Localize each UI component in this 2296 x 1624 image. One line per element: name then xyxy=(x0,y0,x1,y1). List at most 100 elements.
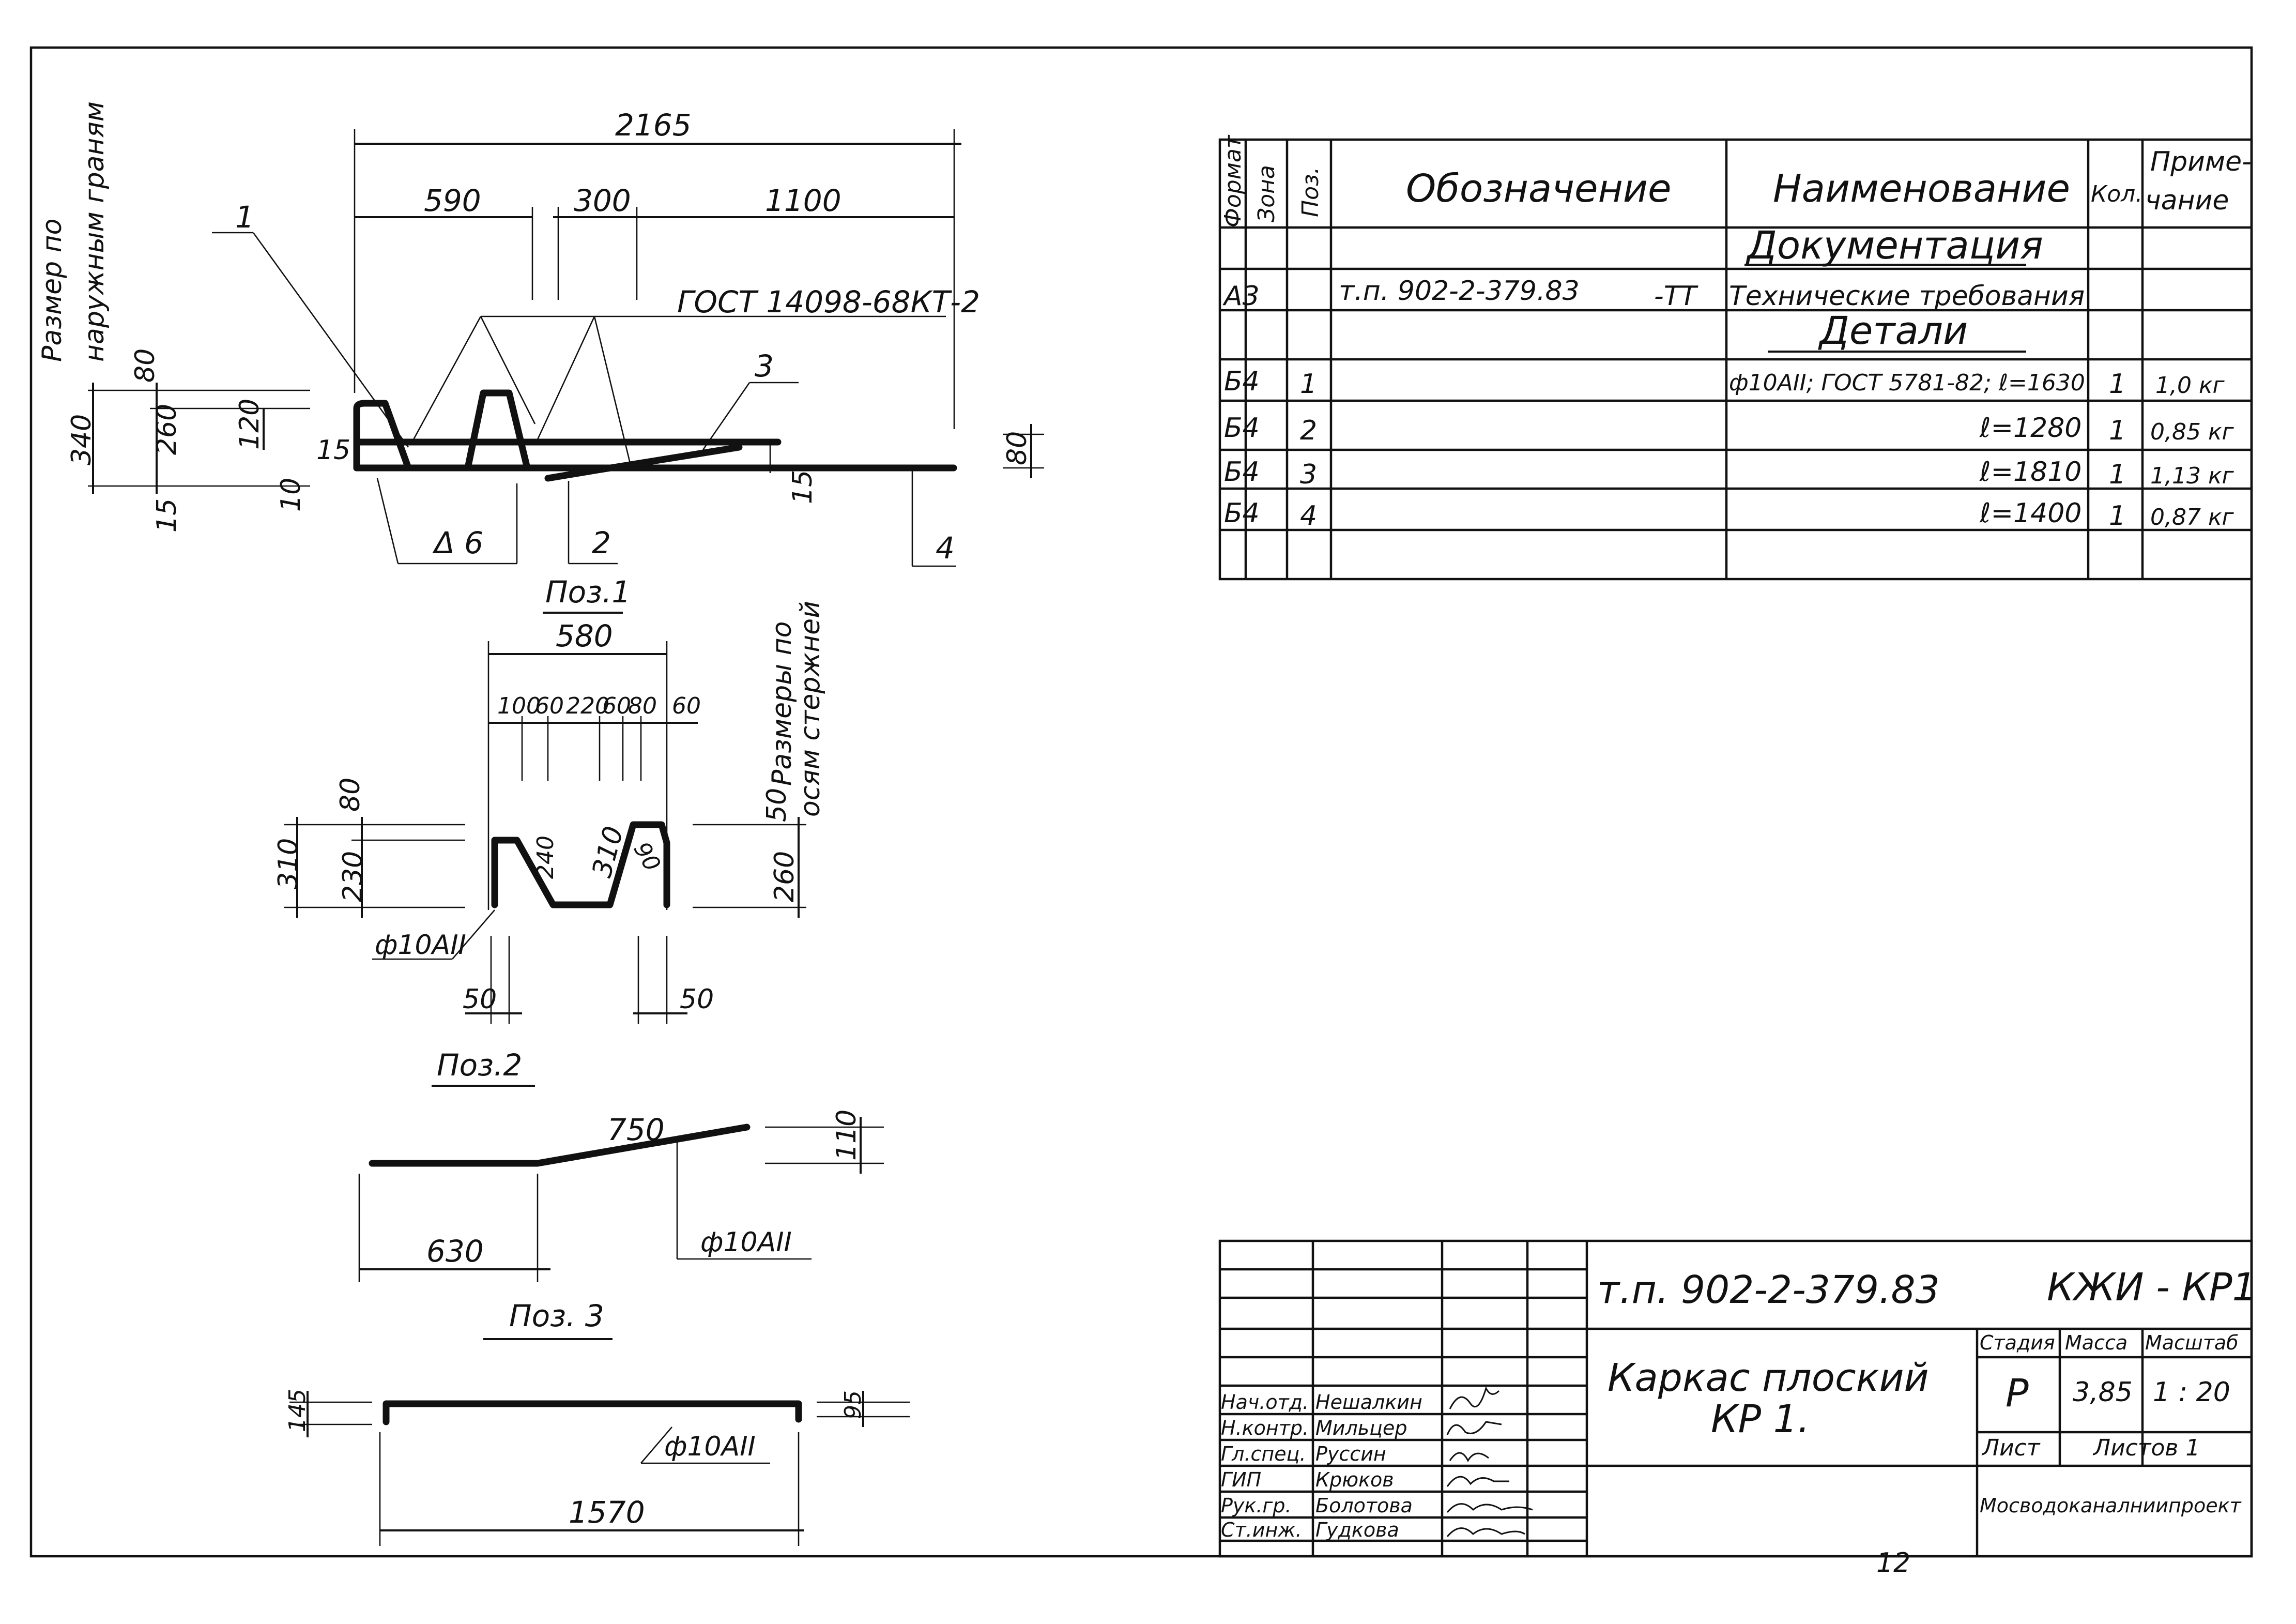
spec-row-2: Б4 2 ℓ=1280 1 0,85 кг xyxy=(1224,413,2234,446)
delta-label: Δ 6 xyxy=(432,525,483,560)
title-block: т.п. 902-2-379.83 КЖИ - КР1 Каркас плоск… xyxy=(1218,1239,2257,1579)
dim-1100: 1100 xyxy=(765,183,841,218)
pos2-bar: ф10АII xyxy=(700,1227,792,1258)
section-docs: Документация xyxy=(1746,223,2043,268)
row2-name: ℓ=1280 xyxy=(1979,413,2081,444)
tb-name-4: Крюков xyxy=(1315,1468,1394,1491)
row1-pos: 1 xyxy=(1300,369,1317,400)
row4-pos: 4 xyxy=(1300,500,1317,532)
hdr-note-2: чание xyxy=(2145,185,2229,216)
tb-name-5: Болотова xyxy=(1315,1494,1413,1517)
dim-15b: 15 xyxy=(151,498,182,533)
tb-mass: 3,85 xyxy=(2073,1377,2133,1408)
dim-340: 340 xyxy=(66,414,97,465)
tb-name-3: Руссин xyxy=(1315,1443,1386,1465)
row4-format: Б4 xyxy=(1224,498,1260,529)
pos1-sub-60a: 60 xyxy=(535,693,564,719)
tb-title-2: КР 1. xyxy=(1711,1397,1810,1441)
pos1-dim-310b: 310 xyxy=(587,823,630,881)
row1-name: ф10АII; ГОСТ 5781-82; ℓ=1630 xyxy=(1729,370,2085,396)
signature-5 xyxy=(1446,1503,1533,1513)
row3-pos: 3 xyxy=(1300,459,1317,490)
pos1-dim-310: 310 xyxy=(273,838,304,889)
pos3-dim-95: 95 xyxy=(840,1390,866,1419)
pos1-label: Поз.1 xyxy=(545,574,631,610)
spec-row-3: Б4 3 ℓ=1810 1 1,13 кг xyxy=(1224,457,2234,490)
tb-role-6: Ст.инж. xyxy=(1221,1519,1302,1541)
pos1-v260: 260 xyxy=(769,851,800,902)
dim-10: 10 xyxy=(275,478,307,512)
gost-label: ГОСТ 14098-68КТ-2 xyxy=(677,284,980,320)
spec-row-4: Б4 4 ℓ=1400 1 0,87 кг xyxy=(1224,498,2234,532)
tb-role-4: ГИП xyxy=(1221,1468,1261,1491)
tb-project: т.п. 902-2-379.83 xyxy=(1597,1268,1940,1312)
tb-title-1: Каркас плоский xyxy=(1608,1356,1929,1400)
sheet-frame xyxy=(29,46,2253,1558)
hdr-designation: Обозначение xyxy=(1406,166,1671,211)
doc-designation-suffix: -ТТ xyxy=(1654,281,1699,312)
tb-scale-label: Масштаб xyxy=(2145,1331,2239,1354)
dim-120: 120 xyxy=(234,399,265,450)
row4-qty: 1 xyxy=(2109,500,2126,532)
tb-stage: Р xyxy=(2006,1371,2029,1416)
vert-note-2: наружным граням xyxy=(79,101,110,362)
pos2-label: Поз.2 xyxy=(437,1048,522,1083)
row4-note: 0,87 кг xyxy=(2150,504,2234,530)
spec-row-1: Б4 1 ф10АII; ГОСТ 5781-82; ℓ=1630 1 1,0 … xyxy=(1224,366,2225,400)
pos1-view: Поз.1 580 100 60 220 60 80 60 310 80 230… xyxy=(273,574,826,1024)
row1-format: Б4 xyxy=(1224,366,1260,397)
pos2-dim-110: 110 xyxy=(831,1110,862,1161)
tb-role-5: Рук.гр. xyxy=(1221,1494,1292,1517)
pos1-sub-80: 80 xyxy=(628,693,657,719)
row3-note: 1,13 кг xyxy=(2150,463,2234,489)
hdr-name: Наименование xyxy=(1773,166,2070,211)
pos1-sub-60b: 60 xyxy=(602,693,631,719)
tb-role-3: Гл.спец. xyxy=(1221,1443,1306,1465)
row3-name: ℓ=1810 xyxy=(1979,457,2081,488)
callout-2: 2 xyxy=(592,525,611,560)
callout-1: 1 xyxy=(235,200,254,235)
signature-3 xyxy=(1449,1452,1489,1463)
pos1-sub-220: 220 xyxy=(566,693,609,719)
signature-1 xyxy=(1449,1386,1500,1409)
section-details: Детали xyxy=(1818,309,1968,353)
tb-name-6: Гудкова xyxy=(1315,1519,1399,1541)
pos1-note-1: Размеры по xyxy=(767,621,798,786)
hdr-format: Формат xyxy=(1220,134,1246,227)
pos2-view: Поз.2 750 630 110 ф10АII xyxy=(358,1048,884,1282)
main-view: 2165 590 300 1100 ГОСТ 14098-68КТ-2 Разм… xyxy=(37,101,1044,567)
pos1-v50: 50 xyxy=(761,788,792,822)
pos3-label: Поз. 3 xyxy=(509,1298,604,1333)
doc-name: Технические требования xyxy=(1729,281,2085,312)
pos1-note-2: осям стержней xyxy=(795,601,826,817)
page-number: 12 xyxy=(1876,1547,1910,1579)
spec-table: Формат Зона Поз. Обозначение Наименовани… xyxy=(1218,134,2253,581)
pos1-b50b: 50 xyxy=(680,984,714,1015)
tb-scale: 1 : 20 xyxy=(2153,1377,2230,1408)
pos2-dim-630: 630 xyxy=(426,1234,484,1269)
signature-6 xyxy=(1446,1527,1525,1537)
tb-role-2: Н.контр. xyxy=(1221,1417,1309,1439)
pos1-dim-230: 230 xyxy=(338,851,369,902)
signature-2 xyxy=(1446,1421,1502,1435)
dim-300: 300 xyxy=(574,183,631,218)
dim-80: 80 xyxy=(130,348,161,383)
hdr-qty: Кол. xyxy=(2091,181,2142,207)
dim-overall: 2165 xyxy=(615,108,692,143)
pos3-bar: ф10АII xyxy=(664,1431,756,1462)
tb-name-1: Нешалкин xyxy=(1315,1391,1422,1414)
row2-note: 0,85 кг xyxy=(2150,419,2234,445)
hdr-zone: Зона xyxy=(1253,165,1280,222)
pos1-dim-240: 240 xyxy=(532,836,559,879)
row2-pos: 2 xyxy=(1300,415,1317,446)
pos1-sub-100: 100 xyxy=(497,693,541,719)
pos3-dim-145: 145 xyxy=(284,1389,311,1432)
hdr-pos: Поз. xyxy=(1297,167,1324,217)
row2-format: Б4 xyxy=(1224,413,1260,444)
callout-3: 3 xyxy=(755,348,774,384)
doc-designation: т.п. 902-2-379.83 xyxy=(1339,276,1580,307)
pos3-view: Поз. 3 145 95 ф10АII 1570 xyxy=(284,1298,910,1546)
tb-sheet-label: Лист xyxy=(1981,1435,2041,1461)
row3-format: Б4 xyxy=(1224,457,1260,488)
